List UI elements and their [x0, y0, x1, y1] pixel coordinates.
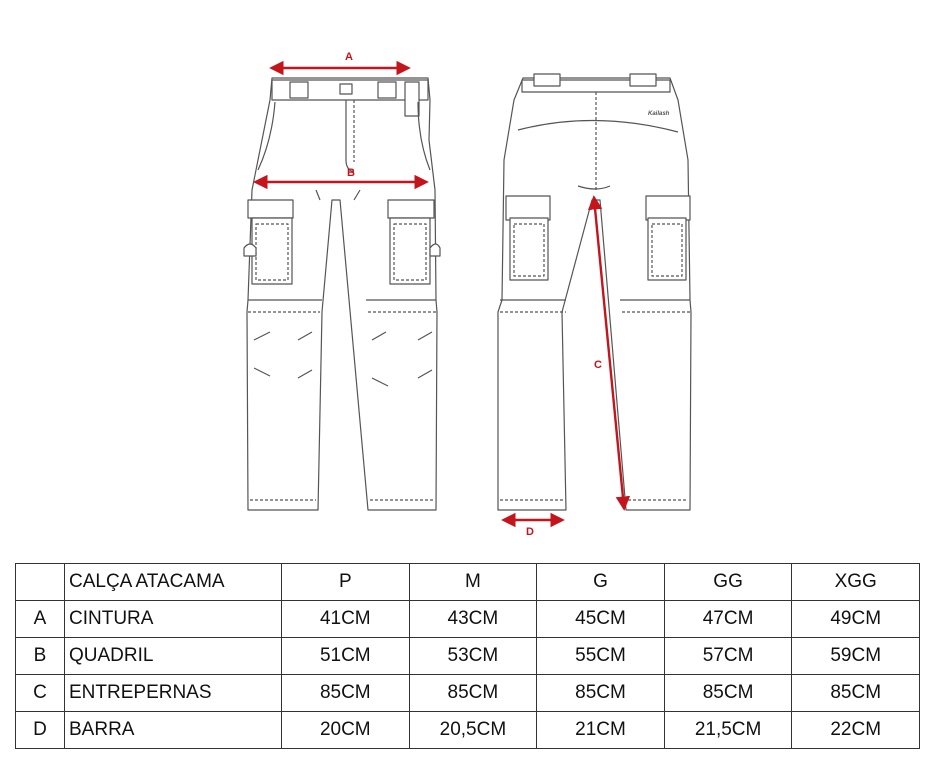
- measure-a-label: A: [345, 51, 353, 63]
- size-header-p: P: [281, 563, 410, 601]
- row-code: C: [15, 674, 65, 712]
- cell-value: 20,5CM: [408, 711, 538, 749]
- cell-value: 51CM: [281, 637, 410, 675]
- cell-value: 85CM: [663, 674, 793, 712]
- row-code: B: [15, 637, 65, 675]
- row-label: BARRA: [64, 711, 282, 749]
- cell-value: 55CM: [536, 637, 665, 675]
- back-cargo-pocket-right: [645, 195, 691, 281]
- cell-value: 85CM: [791, 674, 920, 712]
- cell-value: 21CM: [536, 711, 665, 749]
- cell-value: 47CM: [663, 600, 793, 638]
- cell-value: 41CM: [281, 600, 410, 638]
- cell-value: 49CM: [791, 600, 920, 638]
- cell-value: 21,5CM: [663, 711, 793, 749]
- table-header-row: CALÇA ATACAMA P M G GG XGG: [15, 563, 920, 601]
- size-header-gg: GG: [663, 563, 793, 601]
- row-label: ENTREPERNAS: [64, 674, 282, 712]
- cell-value: 85CM: [536, 674, 665, 712]
- size-header-m: M: [408, 563, 538, 601]
- table-row: D BARRA 20CM 20,5CM 21CM 21,5CM 22CM: [15, 711, 920, 749]
- front-cargo-pocket-right: [387, 199, 435, 285]
- row-code: D: [15, 711, 65, 749]
- brand-text: Kailash: [648, 111, 670, 117]
- row-code: A: [15, 600, 65, 638]
- back-silhouette: [497, 77, 692, 511]
- back-cargo-pocket-left: [505, 195, 551, 281]
- cell-value: 57CM: [663, 637, 793, 675]
- row-label: CINTURA: [64, 600, 282, 638]
- table-row: B QUADRIL 51CM 53CM 55CM 57CM 59CM: [15, 637, 920, 675]
- back-view: Kailash: [497, 73, 692, 511]
- cell-value: 85CM: [281, 674, 410, 712]
- cell-value: 59CM: [791, 637, 920, 675]
- front-silhouette: [246, 77, 438, 511]
- cell-value: 22CM: [791, 711, 920, 749]
- measure-c-label: C: [594, 359, 602, 371]
- size-header-xgg: XGG: [791, 563, 920, 601]
- measure-d-label: D: [526, 526, 534, 538]
- table-row: A CINTURA 41CM 43CM 45CM 47CM 49CM: [15, 600, 920, 638]
- header-code-cell: [15, 563, 65, 601]
- pants-technical-drawing: A B Kailash C D: [243, 51, 692, 538]
- measure-b-label: B: [347, 167, 355, 179]
- cell-value: 45CM: [536, 600, 665, 638]
- cell-value: 53CM: [408, 637, 538, 675]
- front-cargo-pocket-left: [247, 199, 294, 285]
- row-label: QUADRIL: [64, 637, 282, 675]
- front-view: [243, 77, 441, 511]
- table-row: C ENTREPERNAS 85CM 85CM 85CM 85CM 85CM: [15, 674, 920, 712]
- measure-c-arrow: [587, 195, 631, 511]
- cell-value: 43CM: [408, 600, 538, 638]
- size-table: CALÇA ATACAMA P M G GG XGG A CINTURA 41C…: [15, 563, 920, 749]
- size-header-g: G: [536, 563, 665, 601]
- cell-value: 20CM: [281, 711, 410, 749]
- product-name: CALÇA ATACAMA: [64, 563, 282, 601]
- cell-value: 85CM: [408, 674, 538, 712]
